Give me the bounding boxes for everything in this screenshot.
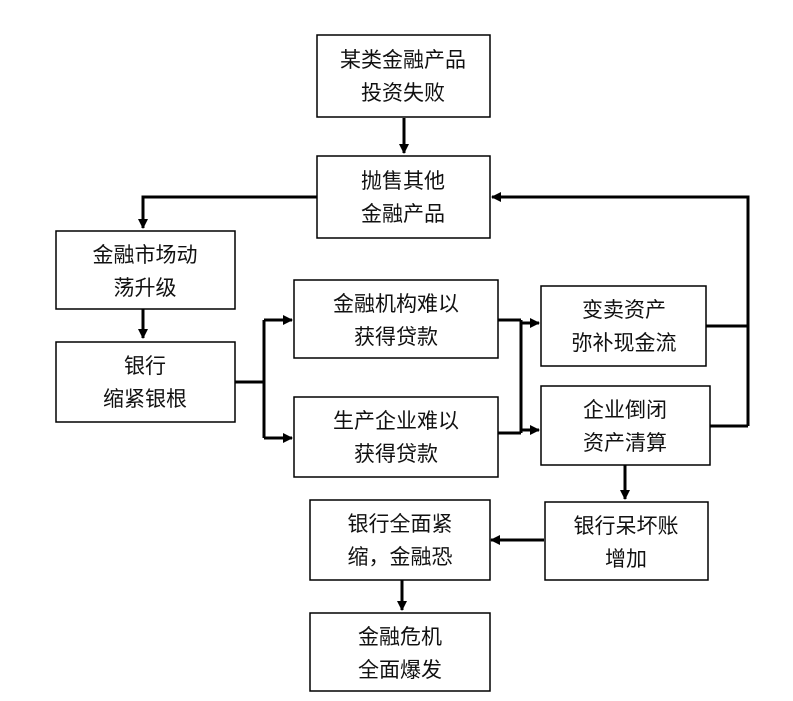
node-enterprises-no-loans: 生产企业难以 获得贷款 (293, 396, 499, 478)
node-bad-debts: 银行呆坏账 增加 (544, 501, 709, 581)
node-label-line-2: 获得贷款 (354, 325, 438, 349)
node-label-line-1: 银行全面紧 (348, 512, 453, 536)
node-label-line-2: 资产清算 (583, 431, 667, 455)
node-label-line-2: 金融产品 (361, 202, 445, 226)
node-label-line-1: 金融机构难以 (333, 292, 459, 316)
node-label-line-1: 金融市场动 (93, 243, 198, 267)
node-sell-assets: 变卖资产 弥补现金流 (540, 285, 707, 367)
node-label-line-2: 增加 (605, 547, 647, 571)
node-label-line-1: 企业倒闭 (583, 398, 667, 422)
connectors (138, 118, 750, 611)
node-label-line-2: 获得贷款 (354, 442, 438, 466)
node-label-line-1: 银行呆坏账 (574, 514, 679, 538)
node-label-line-2: 缩紧银根 (103, 387, 187, 411)
node-label-line-2: 弥补现金流 (572, 331, 677, 355)
node-label-line-2: 荡升级 (114, 276, 177, 300)
arrow-n2-n3 (138, 195, 317, 229)
node-financial-crisis: 金融危机 全面爆发 (309, 612, 491, 692)
node-label-line-1: 变卖资产 (582, 298, 666, 322)
node-investment-failure: 某类金融产品 投资失败 (316, 34, 491, 118)
node-banks-contract: 银行全面紧 缩，金融恐 (309, 499, 491, 581)
node-label-line-1: 生产企业难以 (333, 409, 459, 433)
node-enterprise-bankruptcy: 企业倒闭 资产清算 (540, 385, 711, 466)
node-label-line-1: 银行 (124, 354, 166, 378)
node-sell-other-products: 抛售其他 金融产品 (316, 155, 491, 239)
node-label-line-1: 抛售其他 (361, 169, 445, 193)
node-label-line-2: 全面爆发 (358, 658, 442, 682)
node-label-line-1: 金融危机 (358, 625, 442, 649)
node-label-line-2: 投资失败 (361, 81, 445, 105)
arrow-feedback-n2 (491, 192, 750, 426)
node-label-line-1: 某类金融产品 (340, 48, 466, 72)
node-institutions-no-loans: 金融机构难以 获得贷款 (293, 279, 499, 359)
node-label-line-2: 缩，金融恐 (348, 545, 453, 569)
node-bank-tightening: 银行 缩紧银根 (55, 341, 236, 423)
node-market-turmoil: 金融市场动 荡升级 (55, 230, 236, 310)
